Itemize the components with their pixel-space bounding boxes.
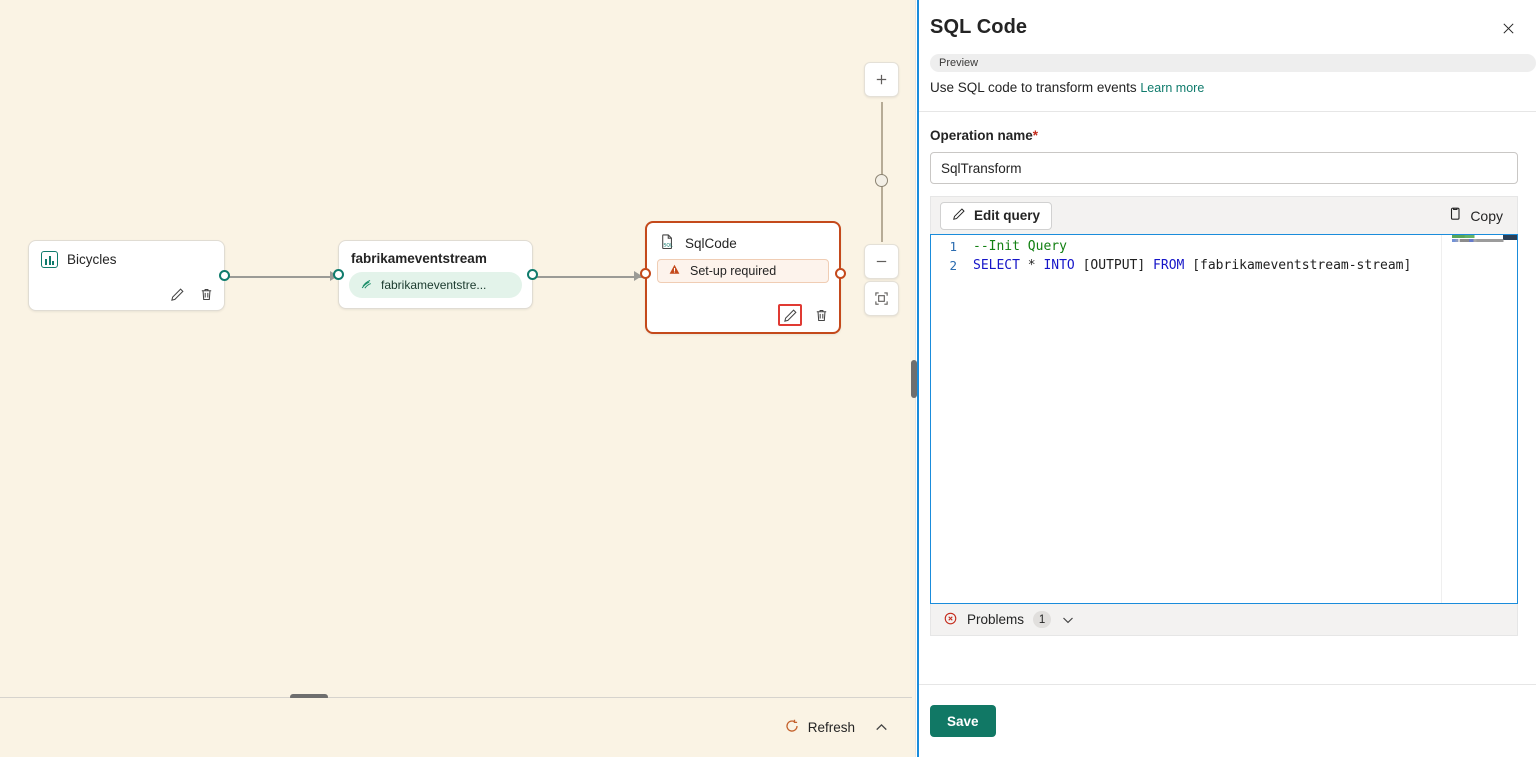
minimap-code-line-2 bbox=[1452, 239, 1508, 242]
sql-file-icon: SQL bbox=[659, 233, 676, 253]
eventstream-icon bbox=[360, 277, 374, 294]
canvas-horizontal-resize-handle[interactable] bbox=[290, 694, 328, 700]
canvas-bottom-bar: Refresh bbox=[0, 698, 912, 757]
zoom-slider-track[interactable] bbox=[880, 102, 883, 242]
flow-canvas-surface[interactable]: Bicycles bbox=[0, 0, 912, 697]
operation-name-label: Operation name* bbox=[930, 128, 1518, 143]
copy-button[interactable]: Copy bbox=[1447, 206, 1503, 225]
node-sqlcode-status-badge: Set-up required bbox=[657, 259, 829, 283]
panel-focus-indicator bbox=[917, 0, 919, 757]
warning-icon bbox=[668, 263, 681, 279]
node-bicycles[interactable]: Bicycles bbox=[28, 240, 230, 311]
problems-label: Problems bbox=[967, 612, 1025, 627]
problems-count: 1 bbox=[1033, 611, 1052, 628]
panel-vertical-resize-handle[interactable] bbox=[911, 360, 917, 398]
panel-footer: Save bbox=[919, 684, 1536, 757]
required-asterisk: * bbox=[1032, 128, 1039, 143]
edit-query-label: Edit query bbox=[974, 208, 1041, 223]
node-sqlcode-title: SqlCode bbox=[685, 235, 737, 251]
preview-badge: Preview bbox=[930, 54, 1536, 72]
fit-to-screen-button[interactable] bbox=[864, 281, 899, 316]
error-circle-icon bbox=[943, 611, 958, 629]
node-fabrikameventstream-title: fabrikameventstream bbox=[351, 251, 487, 266]
code-text: --Init Query bbox=[973, 239, 1067, 254]
panel-body: Operation name* Edit query bbox=[919, 112, 1536, 684]
code-lines[interactable]: 1 --Init Query 2 SELECT * INTO [OUTPUT] FRO… bbox=[931, 237, 1517, 275]
line-number: 1 bbox=[949, 239, 957, 254]
node-sqlcode-output-port[interactable] bbox=[835, 268, 846, 279]
sql-code-panel: SQL Code Preview Use SQL code to transfo… bbox=[919, 0, 1536, 757]
refresh-icon bbox=[784, 718, 800, 737]
page-title: SQL Code bbox=[930, 16, 1028, 38]
minimap-slider[interactable] bbox=[1503, 235, 1517, 240]
node-fabrikameventstream-source-label: fabrikameventstre... bbox=[381, 278, 487, 292]
editor-scroll-corner bbox=[1503, 589, 1517, 603]
node-sqlcode[interactable]: SQL SqlCode Set-up required bbox=[640, 221, 846, 334]
editor-minimap[interactable] bbox=[1441, 235, 1517, 603]
node-bicycles-title: Bicycles bbox=[67, 252, 117, 267]
chevron-up-icon[interactable] bbox=[873, 719, 890, 736]
minimap-code-line-1 bbox=[1452, 235, 1482, 238]
node-sqlcode-input-port[interactable] bbox=[640, 268, 651, 279]
node-sqlcode-status-label: Set-up required bbox=[690, 264, 777, 278]
svg-text:SQL: SQL bbox=[663, 242, 673, 248]
operation-name-label-text: Operation name bbox=[930, 128, 1033, 143]
refresh-button[interactable]: Refresh bbox=[784, 718, 855, 737]
line-number: 2 bbox=[949, 258, 957, 273]
editor-toolbar: Edit query Copy bbox=[930, 196, 1518, 234]
close-icon[interactable] bbox=[1494, 14, 1522, 42]
node-fabrikameventstream-input-port[interactable] bbox=[333, 269, 344, 280]
pencil-icon bbox=[952, 207, 966, 224]
edge-arrow-2 bbox=[634, 271, 642, 281]
copy-icon bbox=[1447, 206, 1463, 225]
code-text: SELECT * INTO [OUTPUT] FROM [fabrikameve… bbox=[973, 258, 1412, 273]
refresh-label: Refresh bbox=[807, 720, 855, 735]
canvas-bottom-divider bbox=[0, 697, 912, 698]
edit-pencil-icon[interactable] bbox=[778, 304, 802, 326]
zoom-slider-thumb[interactable] bbox=[875, 174, 888, 187]
node-bicycles-actions bbox=[167, 284, 216, 304]
learn-more-link[interactable]: Learn more bbox=[1140, 81, 1205, 95]
flow-canvas[interactable]: Bicycles bbox=[0, 0, 912, 757]
code-line[interactable]: 1 --Init Query bbox=[931, 237, 1517, 256]
panel-header: SQL Code bbox=[919, 0, 1536, 39]
zoom-in-button[interactable] bbox=[864, 62, 899, 97]
node-fabrikameventstream[interactable]: fabrikameventstream fabrikameventstre... bbox=[333, 240, 538, 309]
trash-icon[interactable] bbox=[196, 284, 216, 304]
panel-description: Use SQL code to transform events Learn m… bbox=[930, 80, 1536, 95]
copy-label: Copy bbox=[1470, 207, 1503, 224]
node-sqlcode-header: SQL SqlCode bbox=[647, 223, 839, 253]
save-button[interactable]: Save bbox=[930, 705, 996, 737]
node-bicycles-header: Bicycles bbox=[29, 241, 224, 268]
operation-name-input[interactable] bbox=[930, 152, 1518, 184]
edge-stream-to-sqlcode bbox=[536, 276, 644, 278]
editor-top-strip bbox=[931, 235, 1517, 237]
node-fabrikameventstream-source-pill[interactable]: fabrikameventstre... bbox=[349, 272, 522, 298]
code-line[interactable]: 2 SELECT * INTO [OUTPUT] FROM [fabrikamev… bbox=[931, 256, 1517, 275]
problems-bar[interactable]: Problems 1 bbox=[930, 604, 1518, 636]
zoom-out-button[interactable] bbox=[864, 244, 899, 279]
sql-code-editor[interactable]: 1 --Init Query 2 SELECT * INTO [OUTPUT] FRO… bbox=[930, 234, 1518, 604]
edit-query-button[interactable]: Edit query bbox=[940, 201, 1053, 230]
node-bicycles-output-port[interactable] bbox=[219, 270, 230, 281]
node-fabrikameventstream-title-row: fabrikameventstream bbox=[339, 241, 532, 268]
bar-chart-icon bbox=[41, 251, 58, 268]
trash-icon[interactable] bbox=[811, 305, 831, 325]
panel-header-divider bbox=[919, 111, 1536, 112]
canvas-zoom-controls bbox=[864, 62, 899, 316]
panel-description-text: Use SQL code to transform events bbox=[930, 80, 1137, 95]
node-fabrikameventstream-output-port[interactable] bbox=[527, 269, 538, 280]
node-sqlcode-actions bbox=[778, 304, 831, 326]
chevron-down-icon[interactable] bbox=[1060, 612, 1076, 628]
query-editor-section: Edit query Copy 1--Init Q bbox=[930, 196, 1518, 636]
edge-bicycles-to-stream bbox=[228, 276, 340, 278]
edit-pencil-icon[interactable] bbox=[167, 284, 187, 304]
